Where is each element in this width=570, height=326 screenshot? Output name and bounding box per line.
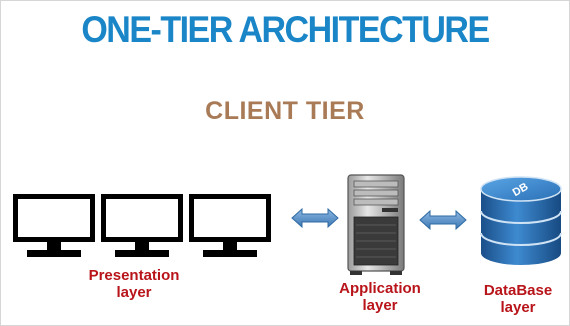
database-label-line1: DataBase [483, 282, 553, 299]
database-label-line2: layer [500, 299, 536, 316]
database-cylinder-icon: DB [480, 176, 562, 265]
monitor-icon [101, 194, 183, 260]
monitor-icon [13, 194, 95, 260]
diagram-title: ONE-TIER ARCHITECTURE [81, 9, 490, 51]
presentation-label-line2: layer [116, 284, 152, 301]
application-layer-label: Application layer [315, 280, 445, 314]
presentation-label-line1: Presentation [88, 267, 180, 284]
tier-subtitle: CLIENT TIER [205, 97, 365, 125]
presentation-layer-label: Presentation layer [69, 267, 199, 301]
application-label-line1: Application [339, 280, 421, 297]
application-label-line2: layer [362, 297, 398, 314]
double-arrow-icon [419, 210, 467, 230]
database-layer-label: DataBase layer [463, 282, 570, 316]
server-tower-icon [347, 174, 405, 275]
double-arrow-icon [291, 208, 339, 228]
monitor-icon [189, 194, 271, 260]
